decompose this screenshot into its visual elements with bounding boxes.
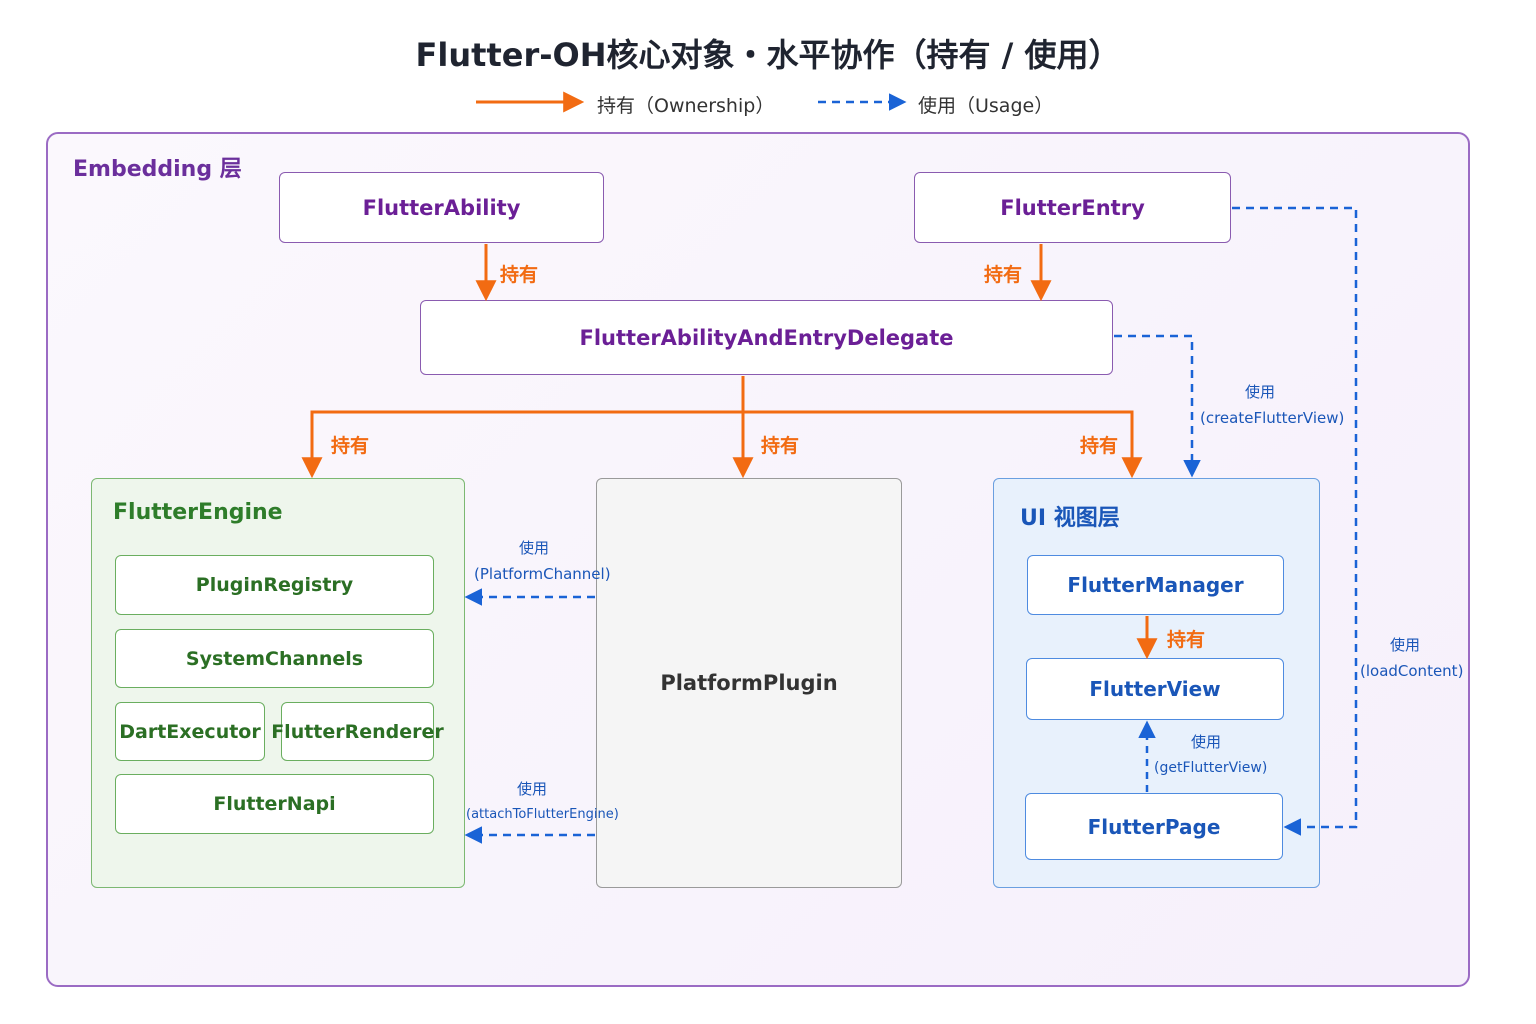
flutter-manager-node: FlutterManager [1027, 555, 1284, 615]
flutter-view-node: FlutterView [1026, 658, 1284, 720]
attach-to-engine-method: (attachToFlutterEngine) [466, 807, 619, 822]
flutter-engine-title: FlutterEngine [113, 500, 283, 525]
dart-executor-node: DartExecutor [115, 702, 265, 761]
create-flutter-view-method: (createFlutterView) [1200, 409, 1345, 427]
create-flutter-view-label: 使用 (createFlutterView) [1200, 379, 1345, 431]
platform-plugin-node: PlatformPlugin [596, 478, 902, 888]
entry-use-page-arrow [1232, 206, 1358, 836]
manager-hold-view-label: 持有 [1167, 629, 1206, 651]
delegate-hold-platform-label: 持有 [761, 435, 800, 457]
plugin-registry-node: PluginRegistry [115, 555, 434, 615]
create-flutter-view-use: 使用 [1244, 383, 1275, 401]
load-content-label: 使用 (loadContent) [1360, 632, 1464, 684]
flutter-ability-node: FlutterAbility [279, 172, 604, 243]
flutter-renderer-node: FlutterRenderer [271, 702, 444, 761]
get-flutter-view-method: (getFlutterView) [1154, 760, 1268, 776]
legend-ownership-label: 持有（Ownership） [597, 95, 775, 117]
delegate-hold-ui-label: 持有 [1080, 435, 1119, 457]
ability-hold-label: 持有 [500, 264, 539, 286]
embedding-layer-label: Embedding 层 [73, 157, 242, 182]
attach-to-engine-label: 使用 (attachToFlutterEngine) [466, 776, 619, 828]
flutter-entry-node: FlutterEntry [914, 172, 1231, 243]
load-content-use: 使用 [1389, 636, 1420, 654]
flutter-page-node: FlutterPage [1025, 793, 1283, 860]
platform-channel-use: 使用 [518, 539, 549, 557]
legend-usage-label: 使用（Usage） [918, 95, 1054, 117]
ui-layer-title: UI 视图层 [1020, 506, 1120, 531]
flutter-napi-node: FlutterNapi [115, 774, 434, 834]
get-flutter-view-label: 使用 (getFlutterView) [1154, 729, 1268, 781]
entry-hold-label: 持有 [984, 264, 1023, 286]
delegate-hold-engine-arrow [301, 376, 745, 479]
delegate-hold-ui-arrow [743, 410, 1143, 479]
diagram-title: Flutter-OH核心对象・水平协作（持有 / 使用） [415, 36, 1121, 74]
delegate-use-ui-arrow [1114, 334, 1201, 478]
get-flutter-view-use: 使用 [1190, 733, 1221, 751]
attach-to-engine-use: 使用 [516, 780, 547, 798]
load-content-method: (loadContent) [1360, 662, 1464, 680]
delegate-node: FlutterAbilityAndEntryDelegate [420, 300, 1113, 375]
delegate-hold-engine-label: 持有 [331, 435, 370, 457]
platform-channel-method: (PlatformChannel) [474, 565, 611, 583]
system-channels-node: SystemChannels [115, 629, 434, 688]
platform-channel-label: 使用 (PlatformChannel) [474, 535, 611, 587]
